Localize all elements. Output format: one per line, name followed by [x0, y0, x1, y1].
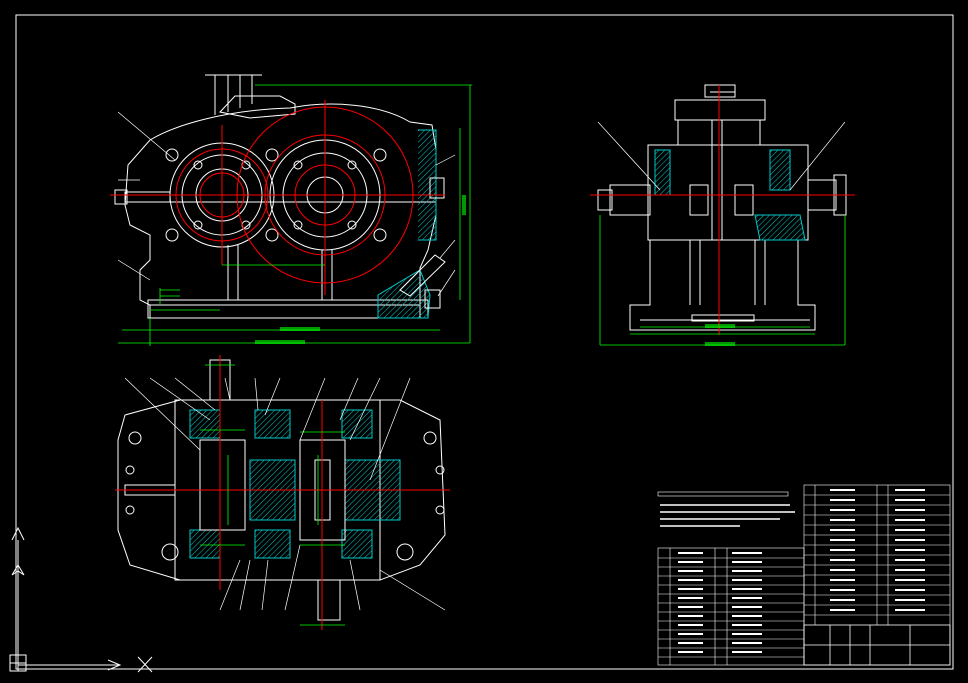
bolts [165, 148, 387, 242]
parts-list-cell-mark [895, 529, 925, 531]
parts-list-cell-mark [895, 549, 925, 551]
parts-list-cell-mark [830, 609, 855, 611]
side-view-callouts [597, 121, 846, 191]
parts-list-cell-mark [830, 579, 855, 581]
front-view-centerlines [110, 100, 445, 295]
parts-list-cell-mark [895, 589, 925, 591]
parts-list-cell-mark [732, 552, 762, 554]
parts-list-cell-mark [830, 489, 855, 491]
parts-list-cell-mark [830, 549, 855, 551]
parts-list-cell-mark [830, 499, 855, 501]
parts-list-cell-mark [732, 597, 762, 599]
technical-requirements [657, 491, 795, 527]
front-view-callouts [117, 111, 456, 297]
parts-list-cell-mark [830, 599, 855, 601]
parts-list-cell-mark [678, 588, 703, 590]
housing-outline [124, 103, 437, 319]
parts-list-cell-mark [678, 651, 703, 653]
parts-list-cell-mark [895, 539, 925, 541]
parts-list-cell-mark [830, 529, 855, 531]
front-view[interactable] [114, 74, 446, 319]
parts-list-cell-mark [895, 519, 925, 521]
parts-list-cell-mark [732, 633, 762, 635]
parts-list-cell-mark [732, 615, 762, 617]
title-block [803, 624, 951, 666]
parts-list-cell-mark [678, 552, 703, 554]
parts-list-cell-mark [732, 606, 762, 608]
parts-list-cell-mark [678, 633, 703, 635]
parts-list-cell-mark [830, 519, 855, 521]
front-view-dimensions [118, 84, 472, 346]
parts-list-cell-mark [895, 489, 925, 491]
parts-list-rows [658, 489, 950, 658]
parts-list-cell-mark [678, 561, 703, 563]
parts-list-cell-mark [678, 606, 703, 608]
parts-list-cell-mark [678, 615, 703, 617]
parts-list-cell-mark [830, 509, 855, 511]
sheet-border [15, 14, 954, 670]
ucs-icon [9, 526, 153, 673]
parts-list-cell-mark [830, 589, 855, 591]
parts-list-cell-mark [895, 569, 925, 571]
parts-list-cell-mark [678, 579, 703, 581]
parts-list-cell-mark [895, 499, 925, 501]
top-section-centerlines [115, 355, 450, 630]
parts-list-cell-mark [895, 509, 925, 511]
side-view[interactable] [597, 84, 847, 331]
top-section-dimensions [200, 364, 345, 626]
parts-list-cell-mark [732, 651, 762, 653]
parts-list-cell-mark [678, 624, 703, 626]
parts-list-cell-mark [678, 642, 703, 644]
parts-list-cell-mark [830, 539, 855, 541]
parts-list-cell-mark [895, 599, 925, 601]
parts-list-cell-mark [732, 579, 762, 581]
parts-list-cell-mark [732, 561, 762, 563]
parts-list-cell-mark [732, 570, 762, 572]
parts-list-cell-mark [895, 579, 925, 581]
side-housing-lower [629, 240, 816, 331]
parts-list-cell-mark [678, 570, 703, 572]
parts-list-cell-mark [732, 642, 762, 644]
side-view-dimensions [599, 215, 846, 346]
parts-list-cell-mark [895, 559, 925, 561]
inspection-cover [219, 95, 296, 119]
parts-list-cell-mark [830, 569, 855, 571]
parts-list-cell-mark [732, 624, 762, 626]
top-section-callouts [124, 377, 446, 611]
parts-list-cell-mark [895, 609, 925, 611]
parts-list-cell-mark [678, 597, 703, 599]
parts-list-cell-mark [732, 588, 762, 590]
parts-list-cell-mark [830, 559, 855, 561]
side-view-centerlines [590, 85, 855, 335]
